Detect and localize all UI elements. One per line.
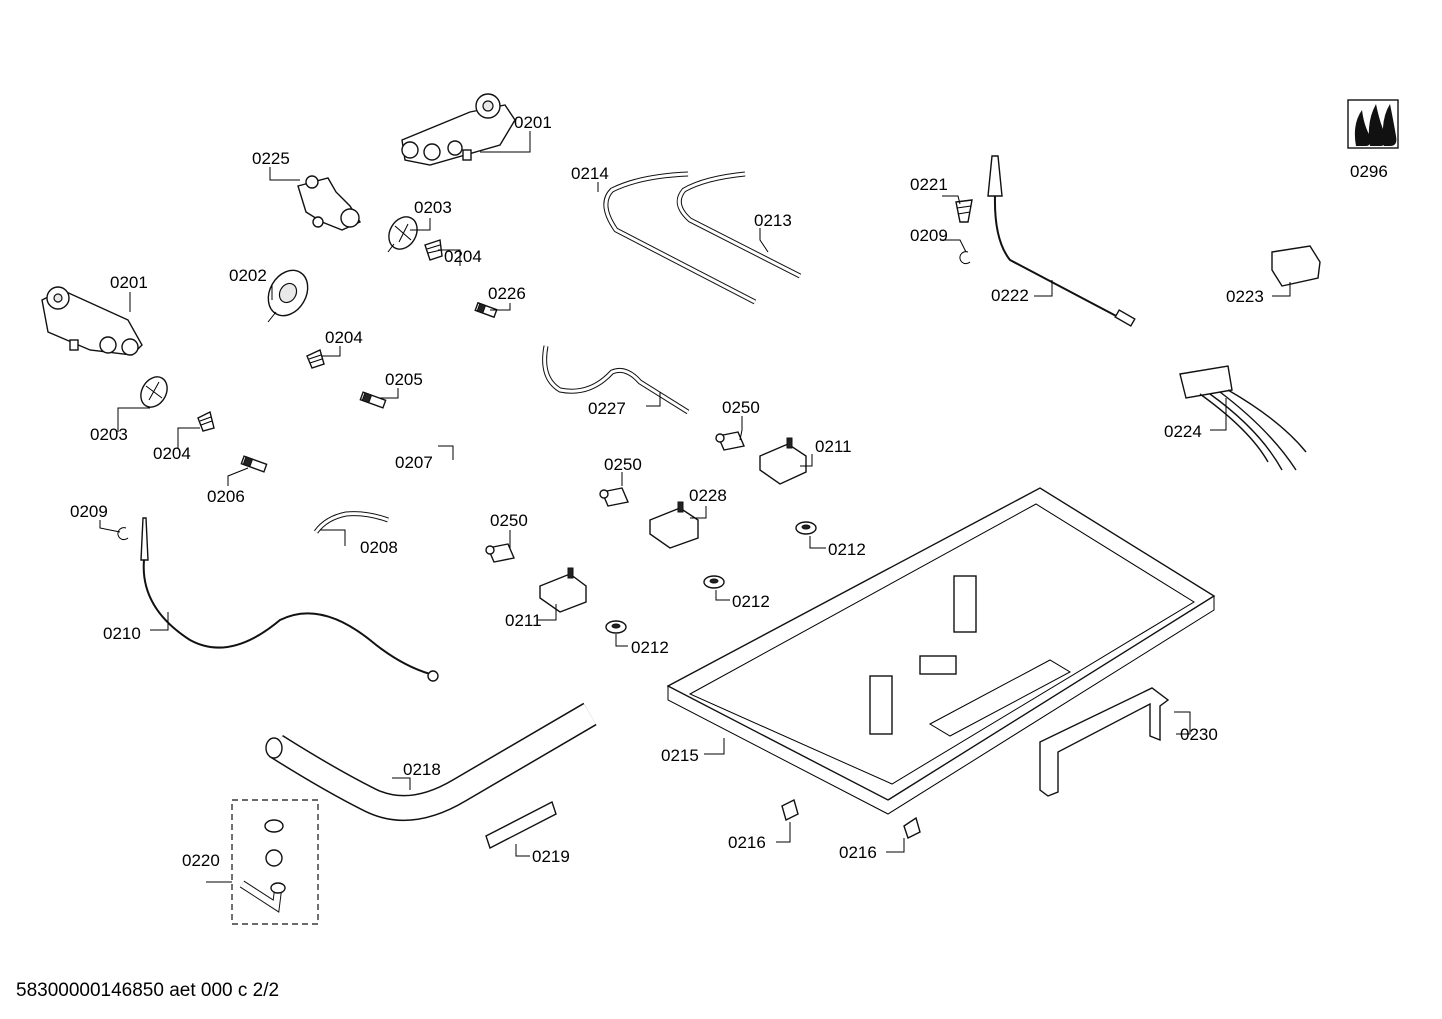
label-0214: 0214: [571, 164, 609, 183]
part-0227-pipe: [542, 345, 690, 415]
part-0209-clip-right: [959, 251, 971, 265]
label-0205: 0205: [385, 370, 423, 389]
label-0212-c: 0212: [631, 638, 669, 657]
label-0203-lower: 0203: [90, 425, 128, 444]
label-0226: 0226: [488, 284, 526, 303]
label-0204-c: 0204: [153, 444, 191, 463]
part-0211-valve-b: [539, 567, 587, 613]
label-0221: 0221: [910, 175, 948, 194]
part-0209-clip-left: [117, 527, 129, 541]
part-0205-injector: [359, 391, 387, 409]
part-0250-tap-b: [599, 487, 629, 507]
label-0201-top: 0201: [514, 113, 552, 132]
part-0222-igniter: [987, 155, 1136, 327]
label-0250-a: 0250: [722, 398, 760, 417]
part-0204-nozzle-a: [424, 239, 443, 261]
part-0250-tap-c: [485, 543, 515, 563]
label-0296: 0296: [1350, 162, 1388, 181]
part-0204-nozzle-b: [306, 349, 325, 369]
label-0212-a: 0212: [828, 540, 866, 559]
label-0218: 0218: [403, 760, 441, 779]
label-0228: 0228: [689, 486, 727, 505]
document-id-footer: 58300000146850 aet 000 c 2/2: [16, 980, 280, 1001]
part-0212-washer-a: [795, 521, 817, 535]
label-0250-c: 0250: [490, 511, 528, 530]
part-0250-tap-a: [715, 431, 745, 451]
label-0204-a: 0204: [444, 247, 482, 266]
part-0226-injector: [474, 301, 498, 319]
label-0206: 0206: [207, 487, 245, 506]
part-0216-clip-a: [781, 798, 799, 822]
part-0214-pipe: [603, 171, 757, 305]
part-labels: 0201 0225 0203 0204 0201 0202 0226 0204 …: [70, 113, 1388, 870]
label-0211-b: 0211: [505, 611, 542, 630]
part-0221-spring: [955, 199, 973, 223]
label-0213: 0213: [754, 211, 792, 230]
part-0219-strip: [485, 801, 557, 849]
label-0208: 0208: [360, 538, 398, 557]
label-0222: 0222: [991, 286, 1029, 305]
part-0213-pipe: [676, 171, 802, 279]
part-0230-bracket: [1039, 687, 1170, 797]
label-0201-left: 0201: [110, 273, 148, 292]
part-0203-flame-plate-upper: [387, 216, 418, 253]
part-0216-clip-b: [903, 816, 921, 839]
label-0211-a: 0211: [815, 437, 852, 456]
label-0209-left: 0209: [70, 502, 108, 521]
label-0219: 0219: [532, 847, 570, 866]
label-0250-b: 0250: [604, 455, 642, 474]
part-0225-valve: [297, 175, 362, 231]
label-0207: 0207: [395, 453, 433, 472]
part-0201-burner-manifold-top: [401, 93, 516, 166]
label-0220: 0220: [182, 851, 220, 870]
label-0227: 0227: [588, 399, 626, 418]
label-0204-b: 0204: [325, 328, 363, 347]
part-0224-connector: [1179, 365, 1307, 471]
part-0211-valve-a: [759, 437, 807, 485]
gas-flame-icon: [1347, 99, 1399, 149]
part-0206-injector: [240, 455, 268, 473]
label-0223: 0223: [1226, 287, 1264, 306]
part-0212-washer-b: [703, 575, 725, 589]
part-0203-flame-plate-lower: [140, 376, 168, 408]
label-0212-b: 0212: [732, 592, 770, 611]
label-0224: 0224: [1164, 422, 1202, 441]
part-0210-thermocouple: [140, 517, 439, 682]
part-0212-washer-c: [605, 620, 627, 634]
part-0201-burner-manifold-left: [41, 286, 143, 356]
leader-lines: [99, 131, 1291, 883]
part-0220-kit: [231, 799, 319, 925]
label-0216-b: 0216: [839, 843, 877, 862]
part-0215-base-tray: [666, 487, 1216, 815]
label-0209-right: 0209: [910, 226, 948, 245]
part-0223-box: [1271, 245, 1321, 287]
label-0215: 0215: [661, 746, 699, 765]
label-0202: 0202: [229, 266, 267, 285]
label-0216-a: 0216: [728, 833, 766, 852]
part-0204-nozzle-c: [197, 410, 215, 432]
label-0210: 0210: [103, 624, 141, 643]
label-0203-upper: 0203: [414, 198, 452, 217]
part-0207-pipe: [436, 425, 501, 441]
part-0218-hose: [265, 702, 597, 821]
part-0208-pipe: [313, 511, 389, 534]
part-0202-flame-plate: [267, 269, 309, 323]
label-0225: 0225: [252, 149, 290, 168]
label-0230: 0230: [1180, 725, 1218, 744]
part-0228-valve: [649, 501, 699, 549]
